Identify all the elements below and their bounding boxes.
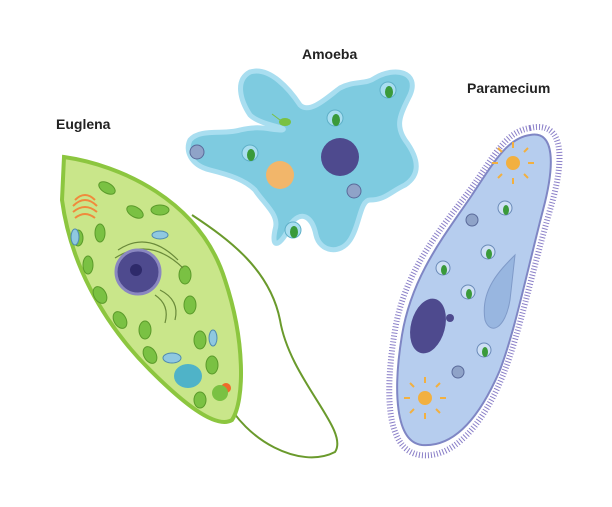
paramecium [386, 124, 563, 459]
amoeba-body [185, 68, 419, 252]
golgi [72, 194, 98, 219]
contractile-vacuoles [418, 156, 520, 405]
amoeba-nucleus [321, 138, 359, 176]
amoeba [185, 68, 419, 252]
euglena [59, 154, 244, 424]
endoplasmic-reticulum [114, 241, 184, 324]
paramecium-cilia [386, 124, 563, 459]
amoeba-food-vacuole [266, 161, 294, 189]
prey-euglena [279, 118, 291, 126]
euglena-flagellum [191, 214, 339, 459]
euglena-label: Euglena [56, 116, 111, 132]
amoeba-label: Amoeba [302, 46, 358, 62]
mitochondria [70, 228, 218, 364]
micronucleus [446, 314, 454, 322]
paramecium-label: Paramecium [467, 80, 551, 96]
macronucleus [410, 298, 446, 354]
contractile-vacuole [174, 364, 202, 388]
oral-groove [483, 253, 516, 329]
